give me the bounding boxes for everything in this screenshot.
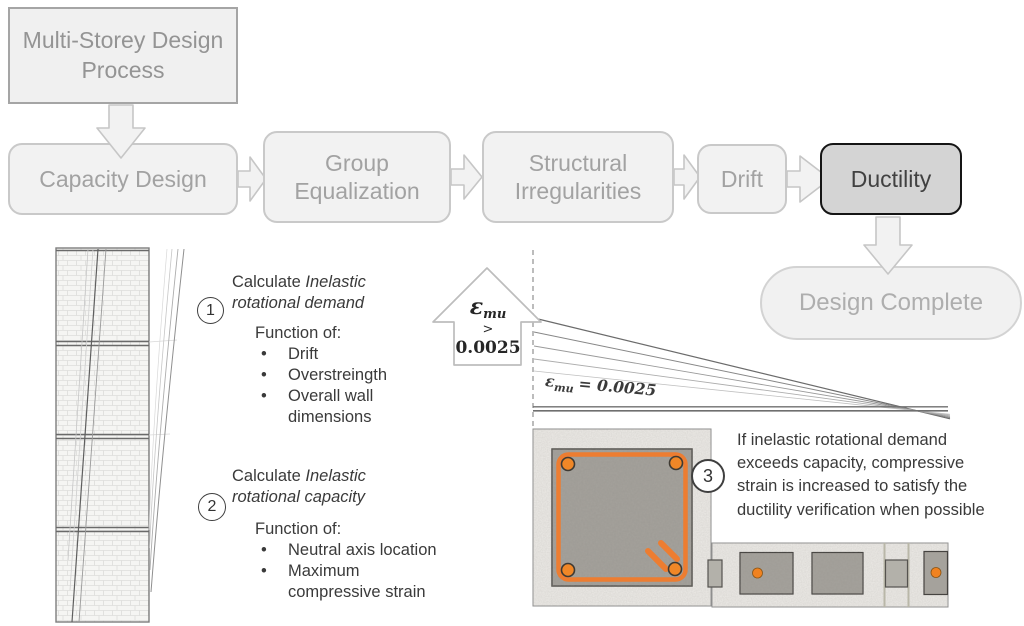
flow-node-multi-storey-design-process: Multi-Storey Design Process	[8, 7, 238, 104]
block-section-zoomed	[532, 428, 712, 607]
flow-node-ductility-active: Ductility	[820, 143, 962, 215]
arrow-right-icon	[786, 155, 831, 203]
vertical-rebar-dots	[752, 567, 942, 579]
note3-paragraph: If inelastic rotational demand exceeds c…	[737, 431, 985, 519]
step2-function-label: Function of:	[255, 520, 342, 538]
wall-plan-strip	[707, 542, 949, 608]
list-item: Overall wall dimensions	[256, 386, 446, 428]
arrow-right-icon	[673, 154, 701, 200]
flow-node-drift: Drift	[697, 144, 787, 214]
flow-node-structural-irregularities: Structural Irregularities	[482, 131, 674, 223]
web-tab	[884, 559, 909, 588]
masonry-section-figure	[532, 428, 949, 608]
list-item: Drift	[256, 344, 446, 365]
step-number-badge-1: 1	[197, 297, 224, 324]
flow-node-design-complete: Design Complete	[760, 266, 1022, 340]
list-item: Maximum compressive strain	[256, 561, 446, 603]
arrow-down-icon	[96, 104, 146, 159]
confinement-outline	[556, 452, 688, 582]
flow-node-group-equalization: Group Equalization	[263, 131, 451, 223]
step-number-badge-2: 2	[198, 493, 226, 521]
strain-demand-label: εmu > 0.0025	[455, 294, 521, 359]
step1-function-label: Function of:	[255, 324, 342, 342]
arrow-up-icon	[432, 267, 542, 366]
rebar-dots	[560, 455, 684, 578]
arrow-right-icon	[450, 154, 483, 200]
wall-elevation-figure	[55, 247, 185, 623]
step-number-badge-3: 3	[691, 459, 725, 493]
arrow-right-icon	[237, 156, 267, 202]
step1-bullet-list: Drift Overstreingth Overall wall dimensi…	[256, 344, 446, 428]
strain-demand-arrow	[432, 267, 542, 366]
arrow-down-icon	[863, 216, 913, 275]
strain-profile-figure	[532, 250, 951, 428]
step2-bullet-list: Neutral axis location Maximum compressiv…	[256, 540, 446, 603]
list-item: Neutral axis location	[256, 540, 446, 561]
web-tab	[707, 559, 723, 588]
crack-marks	[645, 540, 680, 572]
list-item: Overstreingth	[256, 365, 446, 386]
